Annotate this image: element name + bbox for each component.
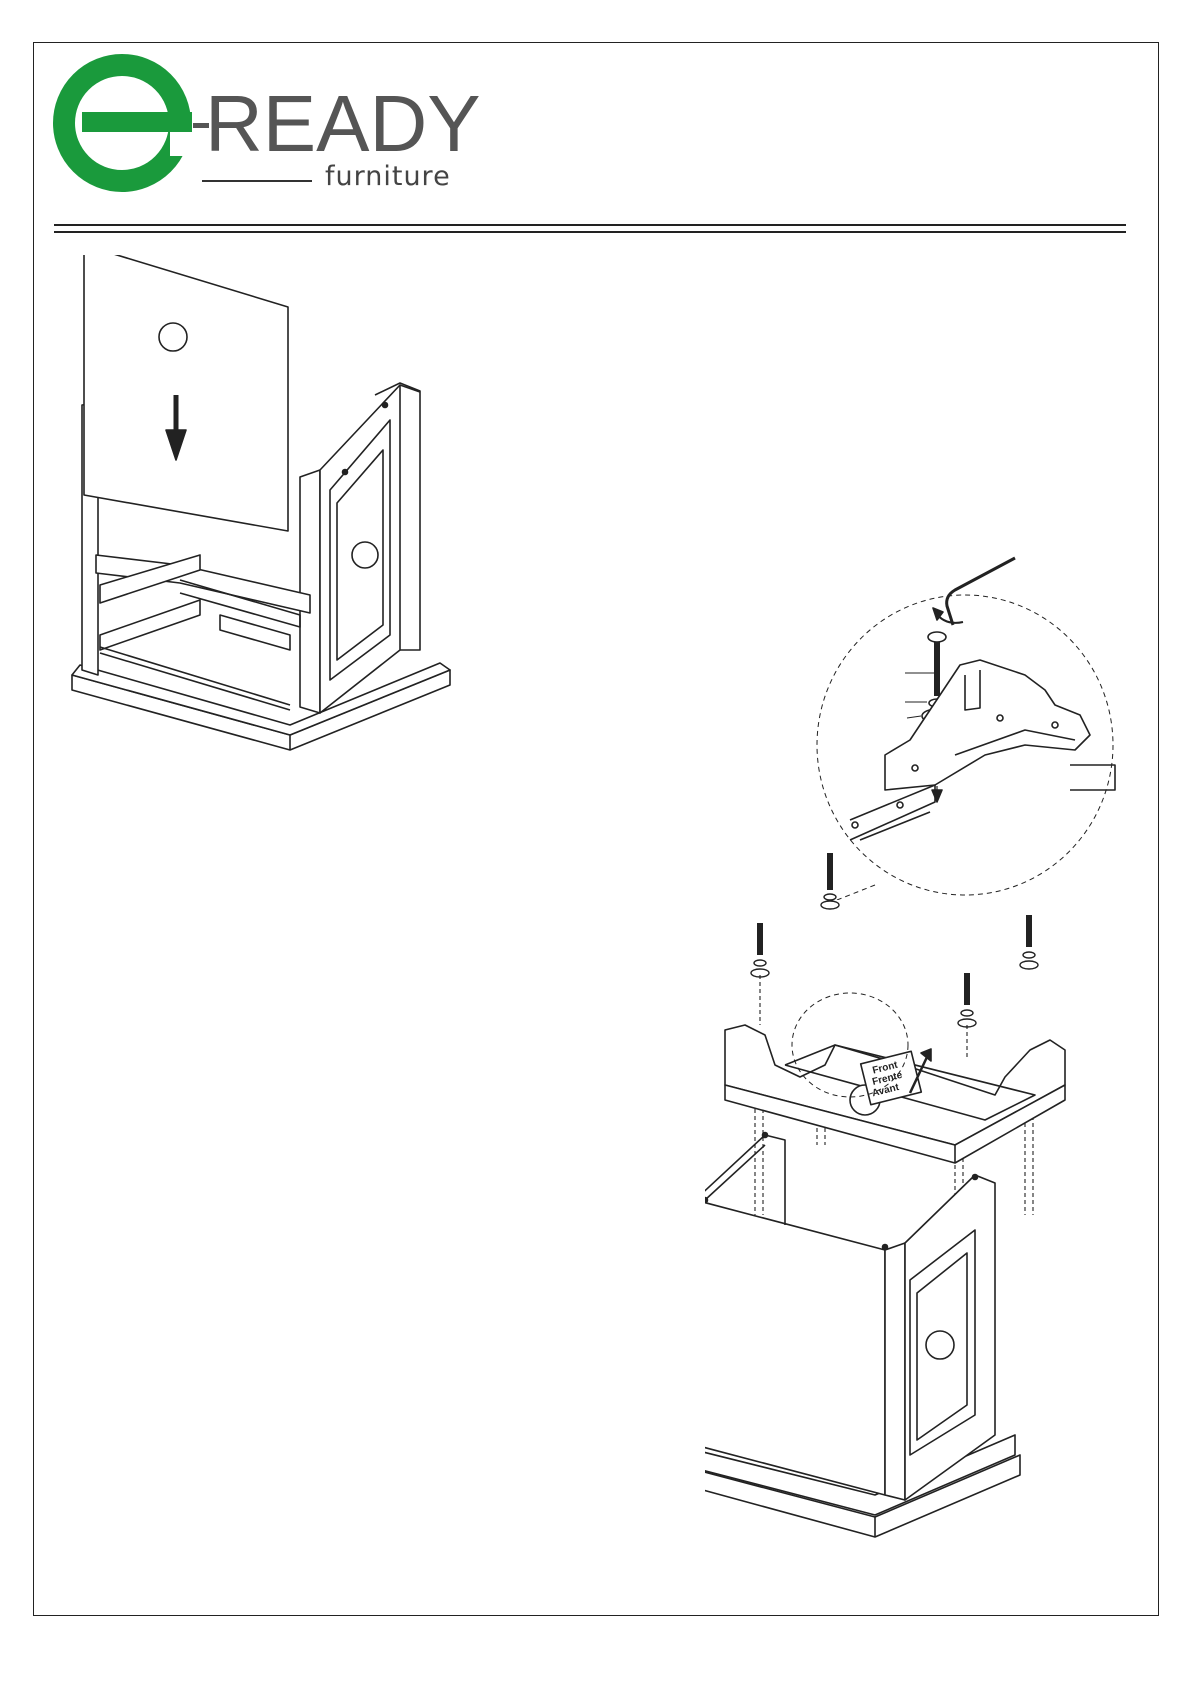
- logo-underline: [202, 180, 312, 182]
- logo-e-icon: [52, 54, 197, 192]
- brand-name: READY: [205, 84, 481, 164]
- part-marker-back: [159, 323, 187, 351]
- header-rule-bottom: [54, 231, 1126, 233]
- part-marker-cabinet-side: [926, 1331, 954, 1359]
- header-rule-top: [54, 224, 1126, 226]
- top-assembly-illustration: [705, 845, 1105, 1605]
- bolt-washer-detail-icon: [815, 540, 1125, 900]
- allen-key-icon: [933, 558, 1015, 625]
- brand-subtitle: furniture: [325, 163, 451, 190]
- back-panel-insert-illustration: [60, 255, 460, 795]
- part-marker-side: [352, 542, 378, 568]
